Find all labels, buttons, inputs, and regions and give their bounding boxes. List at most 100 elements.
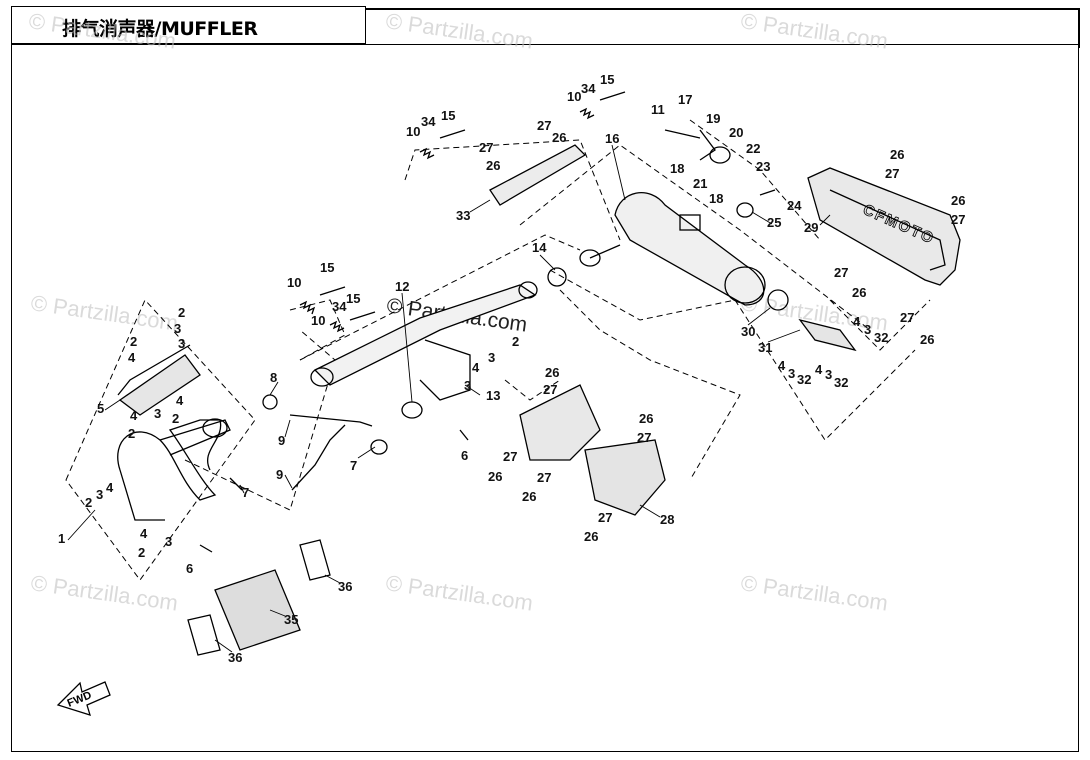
callout-2-repeat-b: 2 — [128, 426, 135, 441]
callout-26-cover: 26 — [951, 193, 965, 208]
callout-2-mid: 2 — [512, 334, 519, 349]
callout-3: 3 — [174, 321, 181, 336]
callout-3-mid-b: 3 — [464, 378, 471, 393]
callout-26-lower-c: 26 — [522, 489, 536, 504]
callout-26: 26 — [890, 147, 904, 162]
callout-10-top: 10 — [406, 124, 420, 139]
callout-4-repeat-d: 4 — [140, 526, 148, 541]
callout-3-repeat-c: 3 — [96, 487, 103, 502]
callout-13: 13 — [486, 388, 500, 403]
callout-4-tip-b: 4 — [778, 358, 786, 373]
callout-labels-repeat: 2 3 4 3 4 2 2 2 3 4 4 3 2 9 7 10 15 10 3… — [85, 72, 965, 560]
lower-shield-27 — [519, 384, 601, 461]
callout-35: 35 — [284, 612, 298, 627]
callout-28: 28 — [660, 512, 674, 527]
heat-shield-33 — [489, 144, 587, 206]
callout-25: 25 — [767, 215, 781, 230]
callout-27-cover-c: 27 — [900, 310, 914, 325]
callout-27-shield: 27 — [479, 140, 493, 155]
bracket-group-outline — [689, 119, 821, 241]
callout-2-repeat-d: 2 — [85, 495, 92, 510]
callout-33: 33 — [456, 208, 470, 223]
mid-pipe-bracket — [419, 339, 471, 401]
callout-26-lower-d: 26 — [639, 411, 653, 426]
bracket-25 — [736, 202, 754, 218]
callout-10: 10 — [287, 275, 301, 290]
bolt-15 — [439, 129, 466, 139]
callout-labels: 1 2 3 4 5 6 7 8 9 10 11 12 13 14 15 16 1… — [58, 92, 904, 665]
muffler-bracket — [679, 214, 701, 231]
gasket-8 — [262, 394, 278, 410]
diagram-title-box: 排气消声器/MUFFLER — [11, 6, 366, 44]
callout-3-tip-b: 3 — [788, 366, 795, 381]
callout-26-lower-e: 26 — [584, 529, 598, 544]
callout-29: 29 — [804, 220, 818, 235]
callout-5: 5 — [97, 401, 104, 416]
callout-31: 31 — [758, 340, 772, 355]
callout-2: 2 — [178, 305, 185, 320]
callout-4-tip: 4 — [853, 314, 861, 329]
callout-26-lower-b: 26 — [488, 469, 502, 484]
callout-3-repeat-d: 3 — [165, 534, 172, 549]
watermark: © Partzilla.com — [739, 570, 889, 615]
heat-shield-5-edge — [117, 344, 191, 396]
frame-top-edge — [366, 8, 1079, 10]
callout-6: 6 — [186, 561, 193, 576]
bolt-6-right — [459, 429, 469, 441]
callout-2-repeat-e: 2 — [138, 545, 145, 560]
callout-11: 11 — [651, 102, 665, 117]
bolt-11 — [664, 129, 701, 139]
callout-3-repeat-b: 3 — [154, 406, 161, 421]
callout-22: 22 — [746, 141, 760, 156]
watermark: © Partzilla.com — [27, 8, 177, 53]
parts-layer — [56, 91, 961, 716]
callout-34-top: 34 — [421, 114, 436, 129]
callout-15-top: 15 — [441, 108, 455, 123]
watermark: © Partzilla.com — [739, 8, 889, 53]
callout-3-tip: 3 — [864, 322, 871, 337]
callout-2-repeat-c: 2 — [172, 411, 179, 426]
callout-24: 24 — [787, 198, 802, 213]
bolt-24 — [759, 189, 776, 196]
header-group-outline — [65, 299, 256, 581]
lower-shield-outline — [559, 289, 741, 481]
fwd-arrow — [56, 681, 111, 716]
callout-4-repeat: 4 — [130, 408, 138, 423]
callout-12: 12 — [395, 279, 409, 294]
callout-27-cover-b: 27 — [834, 265, 848, 280]
bracket-20 — [709, 146, 731, 164]
heatshield-group-outline — [404, 139, 621, 241]
callout-27: 27 — [885, 166, 899, 181]
callout-27-lower-e: 27 — [598, 510, 612, 525]
callout-27-lower-c: 27 — [537, 470, 551, 485]
spring-10-upper — [299, 300, 316, 315]
muffler-group-outline — [519, 144, 871, 331]
callout-6-mid: 6 — [461, 448, 468, 463]
spring-10-lower — [329, 320, 345, 333]
callout-9-repeat: 9 — [276, 467, 283, 482]
callout-34: 34 — [332, 299, 347, 314]
callout-3-tip-c: 3 — [825, 367, 832, 382]
callout-27-cover: 27 — [951, 212, 965, 227]
callout-26-shield-b: 26 — [552, 130, 566, 145]
callout-1: 1 — [58, 531, 65, 546]
callout-14: 14 — [532, 240, 547, 255]
header-pipe-upper — [159, 419, 231, 456]
bolt-7 — [229, 477, 243, 491]
tip-group-outline — [829, 299, 931, 351]
callout-26-lower: 26 — [545, 365, 559, 380]
callout-32: 32 — [874, 330, 888, 345]
o2-sensor-upper — [289, 414, 373, 427]
callout-21: 21 — [693, 176, 707, 191]
leader-lines — [67, 144, 831, 653]
gasket-14 — [547, 267, 567, 287]
callout-3-mid: 3 — [488, 350, 495, 365]
header-pipe — [117, 419, 222, 501]
heat-shield-5 — [118, 354, 201, 416]
muffler-cover-trim — [829, 189, 946, 271]
header-flange — [202, 418, 228, 438]
gasket-7 — [370, 439, 388, 455]
callout-15: 15 — [320, 260, 334, 275]
watermark-layer: © Partzilla.com © Partzilla.com © Partzi… — [27, 8, 889, 615]
